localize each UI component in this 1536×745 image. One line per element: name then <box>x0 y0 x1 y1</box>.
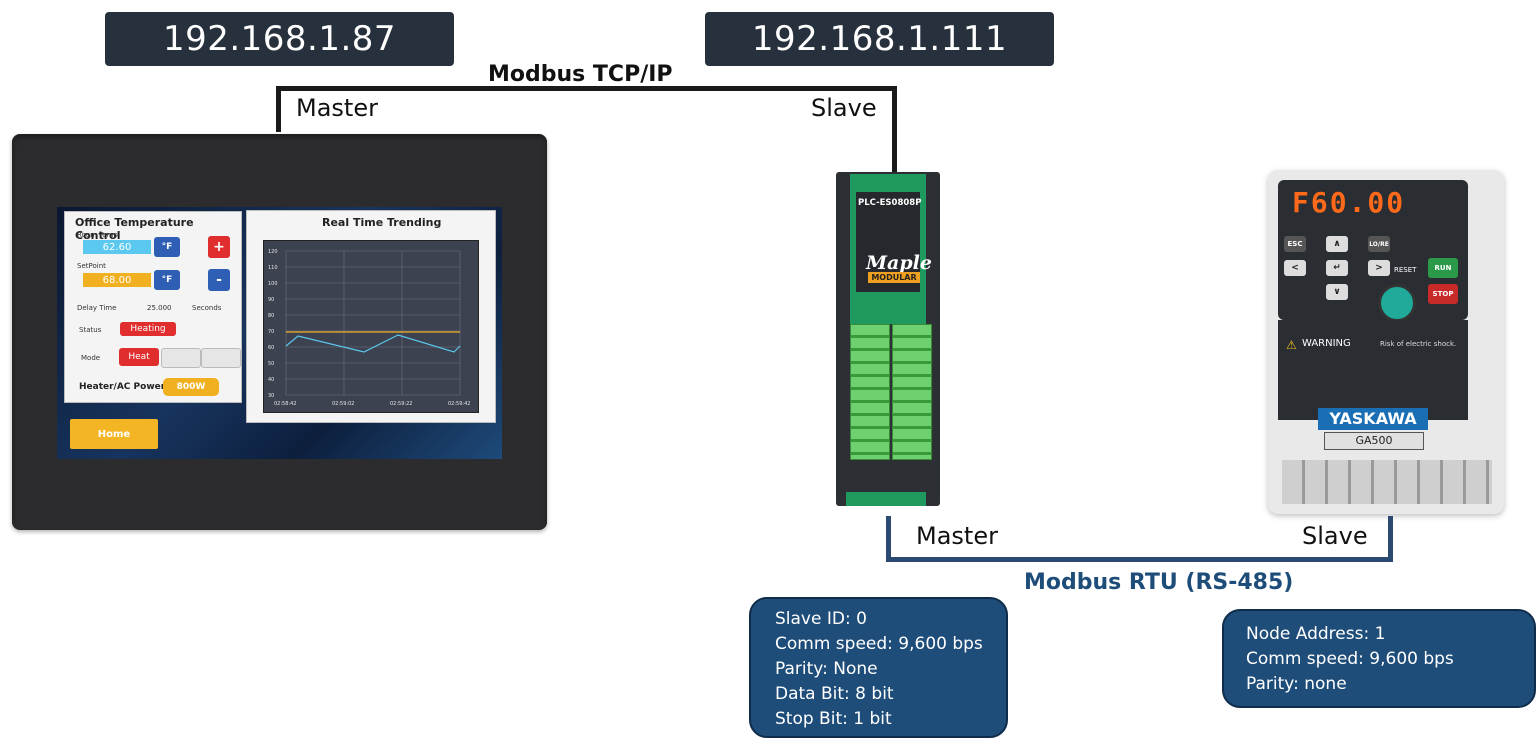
plc-slave-id: Slave ID: 0 <box>775 609 867 629</box>
delay-time-unit: Seconds <box>192 304 222 312</box>
vfd-keypad: F60.00 ESC ∧ LO/RE < ↵ > RESET ∨ RUN STO… <box>1278 180 1468 322</box>
setpoint-label: SetPoint <box>77 262 106 270</box>
delay-time-label: Delay Time <box>77 304 117 312</box>
trend-y-tick-label: 30 <box>268 393 274 399</box>
vfd-node-address: Node Address: 1 <box>1246 624 1386 644</box>
tcp-line-left-vertical <box>276 86 281 132</box>
status-badge: Heating <box>120 322 176 336</box>
setpoint-unit-button[interactable]: °F <box>154 270 180 290</box>
vfd-up-key[interactable]: ∧ <box>1326 236 1348 252</box>
warning-icon: ⚠ <box>1286 338 1297 352</box>
vfd-warning-panel <box>1278 320 1468 420</box>
tcp-line-horizontal <box>276 86 897 91</box>
room-temp-value: 62.60 <box>83 240 151 254</box>
vfd-model: GA500 <box>1324 432 1424 450</box>
vfd-down-key[interactable]: ∨ <box>1326 284 1348 300</box>
trend-y-tick-label: 60 <box>268 345 274 351</box>
room-temp-label: Room Temp <box>77 231 118 239</box>
rtu-master-label: Master <box>916 522 998 550</box>
plc-terminal-block-left <box>850 324 890 460</box>
trend-chart: 120 110 100 90 80 70 60 50 40 30 02:58:42 02:59:02… <box>263 240 479 413</box>
rtu-slave-label: Slave <box>1302 522 1368 550</box>
trend-chart-svg: 120 110 100 90 80 70 60 50 40 30 02:58:42 02:59:02… <box>268 249 470 407</box>
trend-y-tick-label: 40 <box>268 377 274 383</box>
plc-stop-bit: Stop Bit: 1 bit <box>775 709 892 729</box>
rtu-line-right-vertical <box>1388 516 1393 562</box>
trend-x-tick-label: 02:59:02 <box>332 401 354 407</box>
trend-y-tick-label: 50 <box>268 361 274 367</box>
vfd-esc-key[interactable]: ESC <box>1284 236 1306 252</box>
trend-y-tick-label: 80 <box>268 313 274 319</box>
delay-time-value: 25.000 <box>147 304 172 312</box>
plc-terminal-block-right <box>892 324 932 460</box>
mode-cool-button[interactable]: Cool <box>161 348 201 368</box>
vfd-brand: YASKAWA <box>1318 408 1428 430</box>
hmi-control-title: Office Temperature Control <box>75 216 194 242</box>
heater-power-label: Heater/AC Power: <box>79 382 169 392</box>
trend-x-tick-label: 02:59:22 <box>390 401 412 407</box>
tcp-master-label: Master <box>296 94 378 122</box>
vfd-bottom-terminals <box>1282 460 1492 504</box>
rtu-line-left-vertical <box>886 516 891 562</box>
plc-model-label: PLC-ES0808P <box>858 198 922 208</box>
trend-y-tick-label: 70 <box>268 329 274 335</box>
trend-y-tick-label: 100 <box>268 281 278 287</box>
vfd-run-key[interactable]: RUN <box>1428 258 1458 278</box>
vfd-lore-key[interactable]: LO/RE <box>1368 236 1390 252</box>
trend-y-tick-label: 90 <box>268 297 274 303</box>
decrease-setpoint-button[interactable]: - <box>208 269 230 291</box>
status-label: Status <box>79 326 102 334</box>
hmi-ip-address: 192.168.1.87 <box>105 12 454 66</box>
trend-title: Real Time Trending <box>322 216 442 229</box>
mode-heat-button[interactable]: Heat <box>119 348 159 366</box>
rtu-line-horizontal <box>886 557 1393 562</box>
vfd-warning-title: WARNING <box>1302 338 1351 349</box>
plc-brand-sub: MODULAR <box>868 272 920 283</box>
plc-parity: Parity: None <box>775 659 878 679</box>
hmi-screen: Office Temperature Control Room Temp 62.… <box>57 207 502 459</box>
hmi-control-panel: Office Temperature Control Room Temp 62.… <box>64 211 242 403</box>
tcp-slave-label: Slave <box>811 94 877 122</box>
trend-x-tick-label: 02:59:42 <box>448 401 470 407</box>
vfd-reset-label: RESET <box>1394 266 1417 274</box>
room-temp-trend-line <box>285 334 461 353</box>
plc-brand-logo: Maple <box>866 252 932 274</box>
tcp-line-right-vertical <box>892 86 897 172</box>
vfd-parity: Parity: none <box>1246 674 1347 694</box>
vfd-comm-speed: Comm speed: 9,600 bps <box>1246 649 1454 669</box>
rtu-protocol-label: Modbus RTU (RS-485) <box>1024 570 1294 595</box>
trend-panel: Real Time Trending 120 110 100 90 80 70 60 50 40… <box>246 210 496 423</box>
plc-ip-address: 192.168.1.111 <box>705 12 1054 66</box>
vfd-device: F60.00 ESC ∧ LO/RE < ↵ > RESET ∨ RUN STO… <box>1268 170 1504 514</box>
vfd-enter-key[interactable]: ↵ <box>1326 260 1348 276</box>
tcp-protocol-label: Modbus TCP/IP <box>488 62 673 87</box>
vfd-left-key[interactable]: < <box>1284 260 1306 276</box>
plc-comm-speed: Comm speed: 9,600 bps <box>775 634 983 654</box>
vfd-dial-icon <box>1378 284 1416 322</box>
heater-power-value: 800W <box>163 378 219 396</box>
trend-y-tick-label: 110 <box>268 265 278 271</box>
vfd-comm-settings: Node Address: 1 Comm speed: 9,600 bps Pa… <box>1222 609 1536 708</box>
mode-label: Mode <box>81 354 101 362</box>
vfd-stop-key[interactable]: STOP <box>1428 284 1458 304</box>
plc-comm-settings: Slave ID: 0 Comm speed: 9,600 bps Parity… <box>749 597 1008 738</box>
vfd-display: F60.00 <box>1292 186 1406 219</box>
room-temp-unit-button[interactable]: °F <box>154 237 180 257</box>
vfd-warning-subtitle: Risk of electric shock. <box>1380 340 1457 348</box>
plc-bottom-connector <box>846 492 926 506</box>
home-button[interactable]: Home <box>70 419 158 449</box>
plc-device: PLC-ES0808P Maple MODULAR <box>836 172 940 506</box>
plc-data-bit: Data Bit: 8 bit <box>775 684 894 704</box>
trend-x-tick-label: 02:58:42 <box>274 401 296 407</box>
setpoint-value: 68.00 <box>83 273 151 287</box>
trend-y-tick-label: 120 <box>268 249 278 255</box>
mode-off-button[interactable]: Off <box>201 348 241 368</box>
vfd-right-key[interactable]: > <box>1368 260 1390 276</box>
increase-setpoint-button[interactable]: + <box>208 236 230 258</box>
